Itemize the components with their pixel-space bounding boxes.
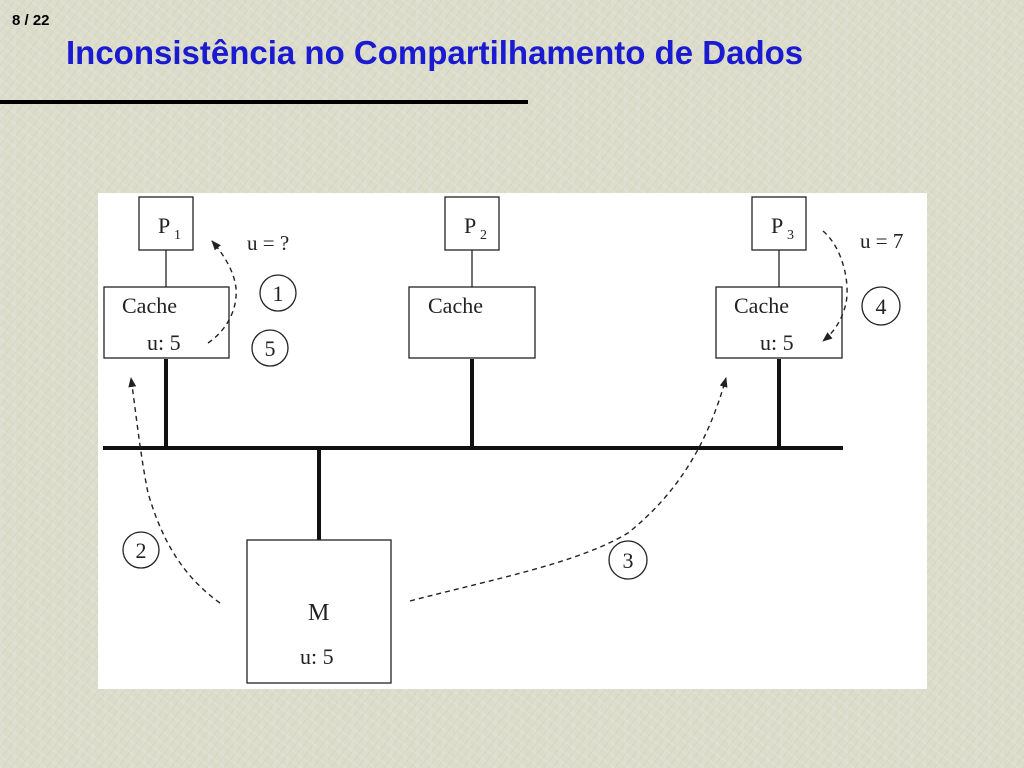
processor-p1: P 1 <box>138 196 194 251</box>
cache-1-value: u: 5 <box>147 330 181 355</box>
step-marker-1-label: 1 <box>273 281 284 306</box>
processor-p1-subscript: 1 <box>174 228 181 243</box>
cache-coherence-diagram: P 1 P 2 P 3 Cache u: 5 Cache Cache u: 5 <box>103 196 903 684</box>
diagram-panel: P 1 P 2 P 3 Cache u: 5 Cache Cache u: 5 <box>98 193 927 689</box>
step-marker-2-label: 2 <box>136 538 147 563</box>
annotation-p3-write: u = 7 <box>860 229 903 253</box>
annotation-p1-read: u = ? <box>247 231 289 255</box>
cache-3: Cache u: 5 <box>715 286 843 359</box>
step-marker-3: 3 <box>608 540 648 580</box>
title-underline <box>0 100 528 104</box>
processor-p2-label: P <box>464 213 476 238</box>
processor-p3: P 3 <box>751 196 807 251</box>
processor-p3-label: P <box>771 213 783 238</box>
memory-value: u: 5 <box>300 644 334 669</box>
processor-p2-subscript: 2 <box>480 228 487 243</box>
step-marker-2: 2 <box>122 531 160 569</box>
arrow-step-1 <box>207 240 237 344</box>
slide-counter: 8 / 22 <box>12 12 50 29</box>
arrow-step-4 <box>822 230 848 342</box>
cache-1-label: Cache <box>122 293 177 318</box>
cache-2: Cache <box>408 286 536 359</box>
step-marker-3-label: 3 <box>623 548 634 573</box>
cache-3-label: Cache <box>734 293 789 318</box>
step-marker-1: 1 <box>259 274 297 312</box>
cache-3-value: u: 5 <box>760 330 794 355</box>
step-marker-4-label: 4 <box>876 294 887 319</box>
arrow-step-3 <box>409 377 728 602</box>
step-marker-5: 5 <box>251 329 289 367</box>
memory-m: M u: 5 <box>246 539 392 684</box>
processor-p2: P 2 <box>444 196 500 251</box>
slide-title: Inconsistência no Compartilhamento de Da… <box>66 34 804 71</box>
processor-p3-subscript: 3 <box>787 228 794 243</box>
processor-p1-label: P <box>158 213 170 238</box>
step-marker-4: 4 <box>861 286 901 326</box>
arrow-step-2 <box>128 377 221 604</box>
step-marker-5-label: 5 <box>265 336 276 361</box>
cache-2-label: Cache <box>428 293 483 318</box>
memory-label: M <box>308 600 329 626</box>
cache-1: Cache u: 5 <box>103 286 230 359</box>
